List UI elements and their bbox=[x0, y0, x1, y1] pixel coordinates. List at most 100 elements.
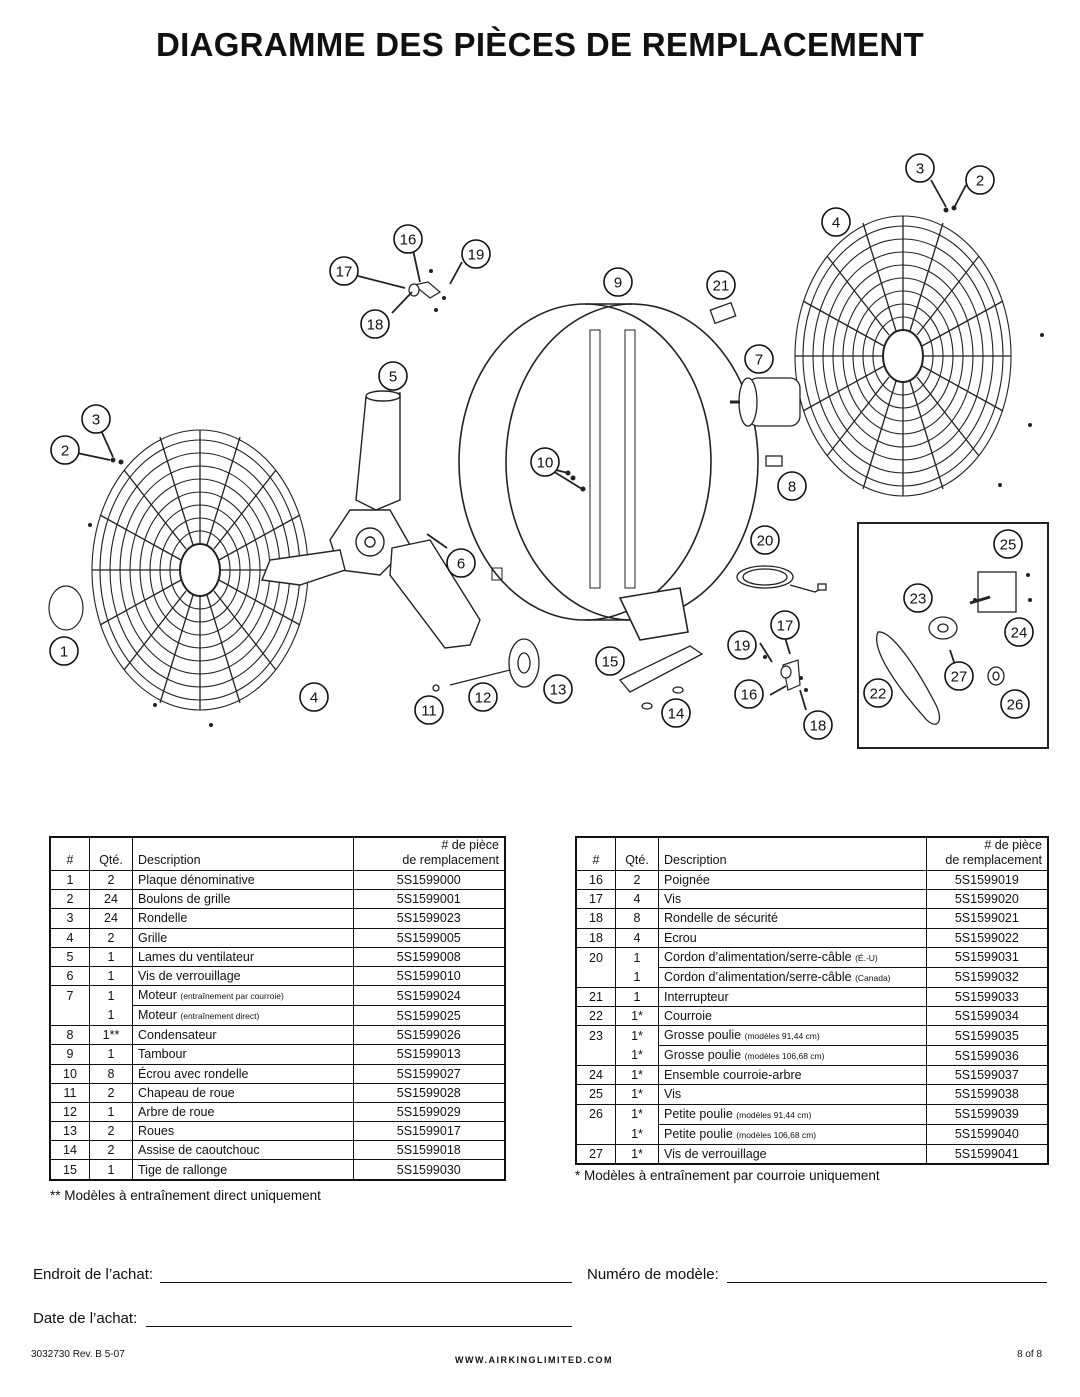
callout-25: 25 bbox=[993, 529, 1023, 559]
cell-num: 2 bbox=[49, 889, 90, 909]
cell-qty: 1* bbox=[615, 1005, 659, 1026]
callout-circle bbox=[595, 646, 625, 676]
callout-circle bbox=[777, 471, 807, 501]
cell-part-number: 5S1599039 bbox=[925, 1103, 1048, 1124]
callout-circle bbox=[360, 309, 390, 339]
callout-22: 22 bbox=[863, 678, 893, 708]
cell-qty: 2 bbox=[89, 927, 133, 948]
callout-number: 1 bbox=[60, 644, 68, 661]
cell-num: 3 bbox=[49, 908, 90, 929]
header-description: Description bbox=[658, 837, 927, 871]
purchase-place-line[interactable] bbox=[160, 1282, 572, 1283]
cell-qty: 1 bbox=[615, 967, 659, 988]
description-text: Petite poulie bbox=[664, 1106, 737, 1121]
cell-part-number: 5S1599025 bbox=[352, 1005, 505, 1026]
purchase-date-line[interactable] bbox=[146, 1326, 572, 1327]
cell-num: 6 bbox=[49, 965, 90, 986]
callout-number: 14 bbox=[668, 706, 685, 723]
cell-description: Vis de verrouillage bbox=[658, 1143, 927, 1164]
cell-description: Rondelle de sécurité bbox=[658, 908, 927, 929]
wheel-parts-drawing bbox=[432, 638, 704, 710]
cell-num: 21 bbox=[575, 986, 616, 1007]
cell-part-number: 5S1599008 bbox=[352, 946, 505, 967]
callout-number: 18 bbox=[367, 317, 384, 334]
description-text: Grosse poulie bbox=[664, 1028, 745, 1043]
callout-circle bbox=[965, 165, 995, 195]
table-row: 1*Petite poulie (modèles 106,68 cm)5S159… bbox=[575, 1123, 1048, 1144]
callout-circle bbox=[393, 224, 423, 254]
cell-description: Plaque dénominative bbox=[132, 869, 354, 890]
leader-lines bbox=[76, 179, 967, 711]
callout-circle bbox=[905, 153, 935, 183]
page-number: 8 of 8 bbox=[1017, 1349, 1043, 1360]
callout-number: 5 bbox=[389, 369, 397, 386]
note-belt-drive: * Modèles à entraînement par courroie un… bbox=[575, 1168, 880, 1183]
cell-description: Rondelle bbox=[132, 908, 354, 929]
description-note: (modèles 106,68 cm) bbox=[744, 1051, 825, 1062]
website-link[interactable]: WWW.AIRKINGLIMITED.COM bbox=[455, 1355, 613, 1365]
description-text: Grille bbox=[138, 930, 168, 945]
description-text: Arbre de roue bbox=[138, 1104, 215, 1119]
callout-number: 17 bbox=[777, 618, 794, 635]
description-text: Ecrou bbox=[664, 930, 697, 945]
model-number-line[interactable] bbox=[727, 1282, 1047, 1283]
cell-description: Vis bbox=[658, 889, 927, 909]
description-note: (modèles 91,44 cm) bbox=[736, 1109, 812, 1120]
callout-circle bbox=[993, 529, 1023, 559]
description-text: Courroie bbox=[664, 1009, 712, 1024]
cell-part-number: 5S1599023 bbox=[352, 908, 505, 929]
cell-part-number: 5S1599022 bbox=[925, 927, 1048, 948]
cell-qty: 2 bbox=[89, 1140, 133, 1160]
callout-circle bbox=[1000, 689, 1030, 719]
callout-16: 16 bbox=[734, 679, 764, 709]
cell-part-number: 5S1599027 bbox=[352, 1063, 505, 1084]
callout-5: 5 bbox=[378, 361, 408, 391]
header-num: # bbox=[49, 837, 90, 871]
cell-num: 9 bbox=[49, 1044, 90, 1064]
header-part-number: # de pièce de remplacement bbox=[925, 837, 1048, 871]
description-text: Rondelle bbox=[138, 911, 188, 926]
callout-number: 25 bbox=[1000, 537, 1017, 554]
callout-number: 3 bbox=[916, 161, 924, 178]
cell-description: Condensateur bbox=[132, 1025, 354, 1045]
cell-part-number: 5S1599037 bbox=[925, 1065, 1048, 1085]
cell-description: Arbre de roue bbox=[132, 1101, 354, 1122]
callout-number: 12 bbox=[475, 690, 492, 707]
callout-17: 17 bbox=[329, 256, 359, 286]
cell-part-number: 5S1599034 bbox=[925, 1005, 1048, 1026]
cell-description: Vis bbox=[658, 1084, 927, 1104]
callout-circle bbox=[803, 710, 833, 740]
callout-number: 9 bbox=[614, 275, 622, 292]
callout-circle bbox=[903, 583, 933, 613]
description-note: (modèles 91,44 cm) bbox=[744, 1031, 820, 1042]
cell-description: Petite poulie (modèles 106,68 cm) bbox=[658, 1123, 927, 1144]
callout-26: 26 bbox=[1000, 689, 1030, 719]
callout-16: 16 bbox=[393, 224, 423, 254]
belt-drive-inset bbox=[857, 522, 1049, 749]
cell-num: 8 bbox=[49, 1025, 90, 1045]
description-text: Cordon d’alimentation/serre-câble bbox=[664, 949, 856, 964]
callout-circle bbox=[821, 207, 851, 237]
callout-circle bbox=[543, 674, 573, 704]
callout-circle bbox=[378, 361, 408, 391]
description-text: Tambour bbox=[138, 1047, 187, 1062]
cell-part-number: 5S1599013 bbox=[352, 1044, 505, 1064]
cell-description: Assise de caoutchouc bbox=[132, 1140, 354, 1160]
description-text: Tige de rallonge bbox=[138, 1162, 228, 1177]
callout-2: 2 bbox=[50, 435, 80, 465]
cell-num: 18 bbox=[575, 927, 616, 948]
cell-num: 26 bbox=[575, 1103, 616, 1124]
callout-3: 3 bbox=[905, 153, 935, 183]
cell-num bbox=[575, 1045, 616, 1066]
